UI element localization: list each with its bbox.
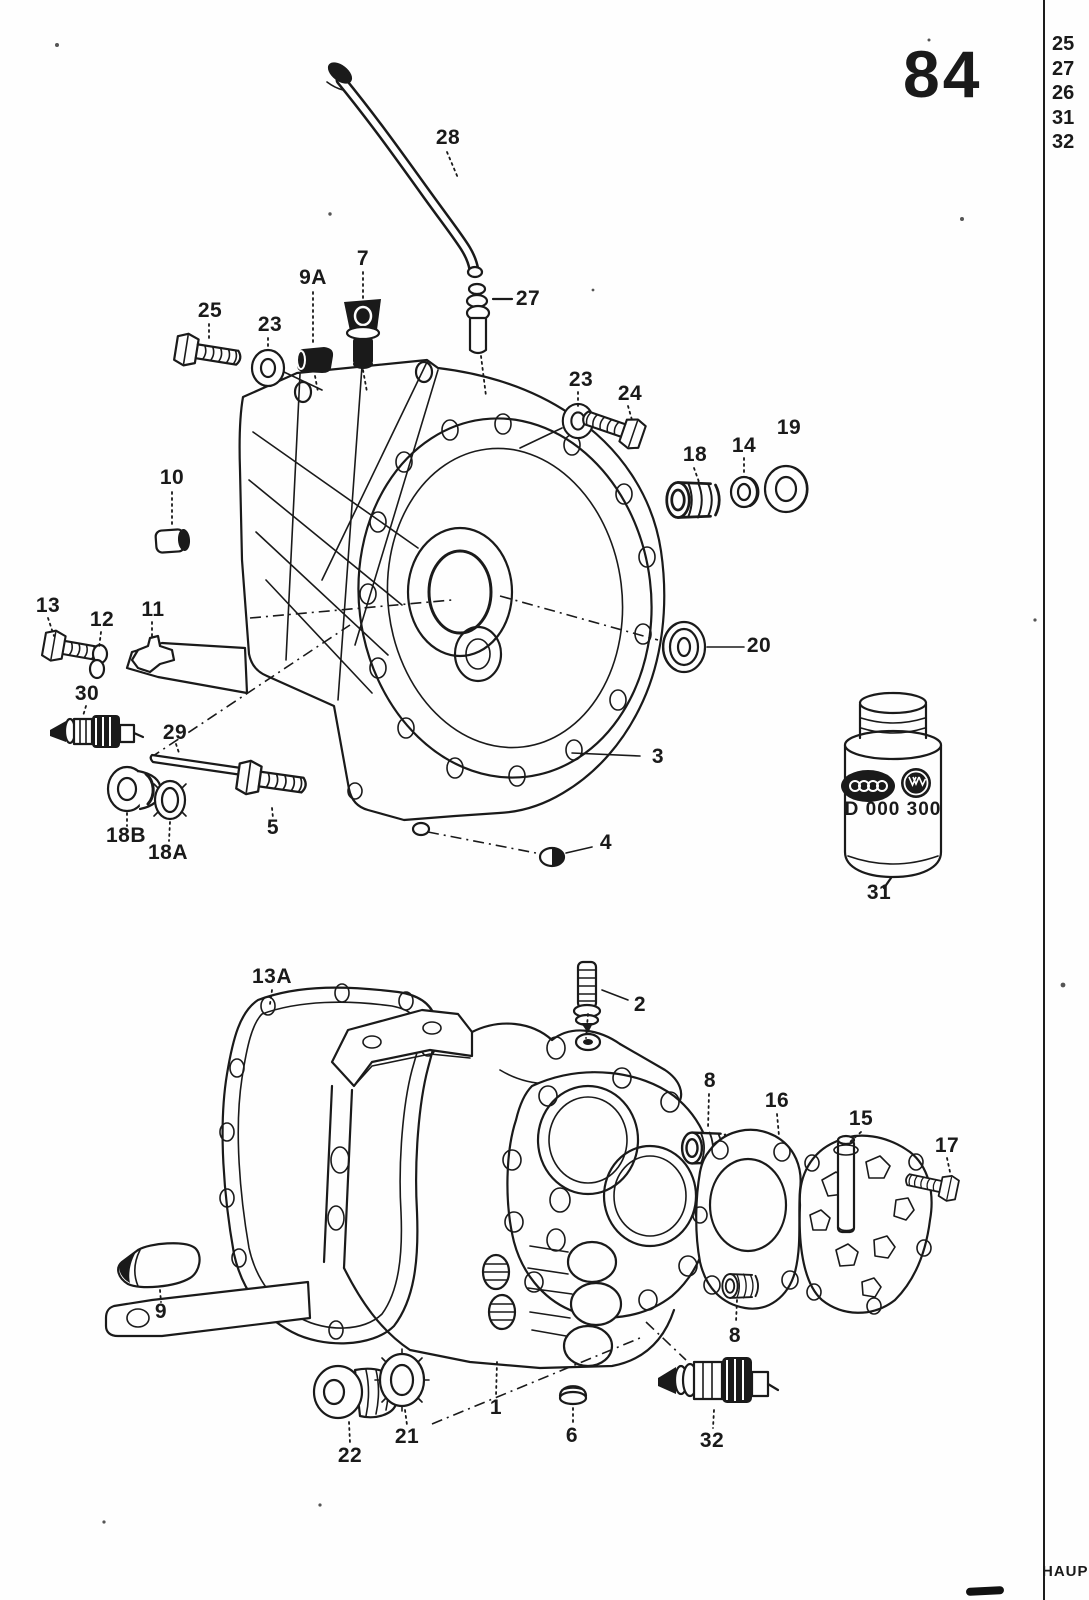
part-callout-19: 19 — [776, 416, 802, 439]
part-callout-9a: 9A — [299, 266, 327, 289]
part-callout-2: 2 — [633, 993, 647, 1016]
part-callout-5: 5 — [266, 816, 280, 839]
leader-lines — [47, 151, 951, 1444]
part-callout-24: 24 — [617, 382, 643, 405]
cap-9 — [117, 1242, 201, 1289]
switch-32 — [658, 1357, 780, 1403]
part-callout-7: 7 — [356, 247, 370, 270]
footer-text: HAUP — [1042, 1563, 1089, 1580]
part-callout-21: 21 — [394, 1425, 420, 1448]
plug-10 — [154, 528, 191, 554]
audi-rings-icon — [841, 770, 895, 802]
margin-number: 27 — [1052, 57, 1075, 80]
bracket-11 — [130, 634, 176, 674]
part-callout-32: 32 — [699, 1429, 725, 1452]
end-cover-15 — [798, 1134, 933, 1315]
part-callout-16: 16 — [764, 1089, 790, 1112]
seal-ring-21 — [374, 1348, 430, 1412]
part-callout-3: 3 — [651, 745, 665, 768]
dome-plug-6 — [558, 1385, 588, 1406]
part-callout-1: 1 — [489, 1396, 503, 1419]
seal-20 — [661, 620, 707, 674]
part-callout-25: 25 — [197, 299, 223, 322]
part-callout-22: 22 — [337, 1444, 363, 1467]
washer-23a — [250, 348, 286, 388]
plug-18 — [665, 481, 721, 519]
margin-number: 25 — [1052, 33, 1075, 55]
dipstick-tube — [326, 62, 484, 279]
bottle-label: D 000 300 — [844, 799, 942, 820]
nut-19 — [763, 464, 809, 514]
part-callout-29: 29 — [162, 721, 188, 744]
part-callout-20: 20 — [746, 634, 772, 657]
plug-9a — [296, 347, 334, 373]
tube-connector — [465, 282, 491, 355]
part-callout-11: 11 — [141, 598, 165, 621]
part-callout-27: 27 — [515, 287, 541, 310]
part-callout-23: 23 — [257, 313, 283, 336]
oil-bottle — [841, 691, 943, 890]
plug-4 — [538, 846, 566, 868]
part-callout-23: 23 — [568, 368, 594, 391]
plug-8b — [721, 1273, 759, 1299]
bushing-14 — [729, 475, 760, 509]
part-callout-8: 8 — [703, 1069, 717, 1092]
part-callout-18a: 18A — [147, 841, 189, 864]
switch-30 — [50, 715, 145, 748]
part-callout-31: 31 — [866, 881, 892, 904]
rod-29 — [149, 753, 252, 778]
margin-number: 31 — [1052, 106, 1075, 129]
part-callout-8: 8 — [728, 1324, 742, 1347]
part-callout-12: 12 — [89, 608, 115, 631]
part-callout-18b: 18B — [105, 824, 147, 847]
bolt-5 — [234, 758, 310, 804]
part-callout-9: 9 — [154, 1300, 168, 1323]
lower-housing-drawing — [104, 983, 716, 1370]
part-callout-30: 30 — [74, 682, 100, 705]
part-callout-14: 14 — [731, 434, 757, 457]
part-callout-18: 18 — [682, 443, 708, 466]
part-callout-4: 4 — [599, 831, 613, 854]
margin-number: 32 — [1052, 131, 1075, 154]
bolt-25 — [172, 331, 244, 376]
plug-18b — [106, 765, 163, 813]
part-callout-17: 17 — [934, 1134, 960, 1157]
washers-12 — [88, 643, 109, 680]
upper-housing-drawing — [125, 358, 666, 837]
ribbed-seal — [481, 1253, 517, 1331]
oring-18a — [153, 779, 187, 821]
right-margin-rule — [1043, 0, 1045, 1600]
part-callout-15: 15 — [848, 1107, 874, 1130]
part-callout-13a: 13A — [251, 965, 293, 988]
breather-cap — [344, 299, 381, 369]
gasket-16 — [692, 1128, 802, 1310]
part-callout-6: 6 — [565, 1424, 579, 1447]
page-number: 84 — [903, 37, 983, 111]
part-callout-28: 28 — [435, 126, 461, 149]
margin-number: 26 — [1052, 82, 1075, 105]
part-callout-10: 10 — [159, 466, 185, 489]
vw-roundel-icon — [901, 768, 931, 798]
part-callout-13: 13 — [35, 594, 61, 617]
